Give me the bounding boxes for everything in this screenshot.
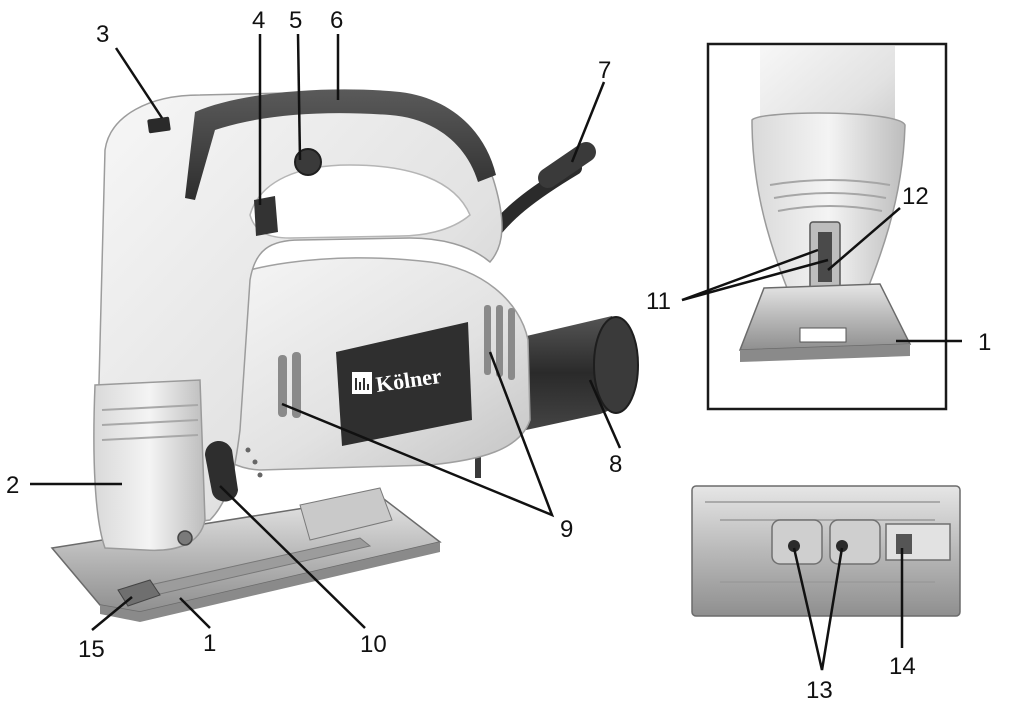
inset-blade-slot [799,327,847,343]
cord-strain-relief [538,142,596,188]
leader-1 [179,597,211,629]
leader-15 [91,596,133,631]
jigsaw-illustration: Kölner [50,89,639,622]
callout-4: 4 [252,7,265,34]
leader-13 [792,547,844,671]
inset-blade-guard [751,112,906,321]
inset-base-plate-edge [740,344,910,362]
inset-base-plate-bottom [691,485,961,617]
leader-3 [114,47,164,119]
pendulum-scale [245,447,263,478]
plate-screw-left [788,540,800,552]
callout-12: 12 [902,183,929,210]
leader-7 [570,81,606,163]
blade-guard [93,379,206,552]
dust-tube-opening [593,316,639,414]
callout-10: 10 [360,631,387,658]
callout-8: 8 [609,451,622,478]
callout-6: 6 [330,7,343,34]
callout-3: 3 [96,21,109,48]
speed-regulator [147,116,171,134]
callout-2: 2 [6,472,19,499]
leader-lines [30,33,962,671]
soft-grip [185,89,496,200]
plate-screw-right [836,540,848,552]
callout-14: 14 [889,653,916,680]
callout-1-inset: 1 [978,329,991,356]
inset-front-view [706,42,948,411]
brand-panel [336,322,472,446]
leader-8 [588,379,622,449]
plate-clip [885,523,951,561]
pendulum-selector [205,440,238,502]
leader-5 [296,33,302,161]
callout-11: 11 [646,288,671,315]
leader-12 [827,207,901,271]
trigger-switch [254,196,278,236]
leader-9 [281,351,555,518]
plate-bottom [691,485,961,617]
guard-ribs [101,404,199,441]
base-plate-bracket [299,487,393,541]
inset-guide-rollers [818,232,832,282]
callout-5: 5 [289,7,302,34]
callout-9: 9 [560,516,573,543]
callout-1: 1 [203,630,216,657]
callout-15: 15 [78,636,105,663]
plate-slot-middle [829,519,881,565]
guard-screw [177,530,193,546]
ventilation-slots [278,305,515,418]
leader-10 [219,485,366,629]
callout-7: 7 [598,57,611,84]
callout-labels: 3 4 5 6 7 2 8 9 10 15 1 11 12 1 13 14 [6,7,991,704]
lock-button [294,148,322,176]
leader-11 [681,248,829,302]
callout-13: 13 [806,677,833,704]
inset-guard-ribs [769,179,891,212]
